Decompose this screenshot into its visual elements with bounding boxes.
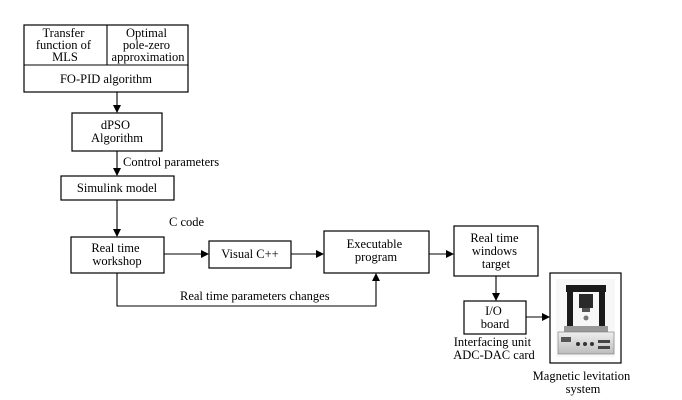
- optimal-approx-label: Optimal pole-zero approximation: [112, 26, 186, 64]
- rtwt-box: [453, 225, 539, 277]
- arrow-rt-parameter-feedback: [116, 273, 380, 307]
- executable-node: Executable program: [323, 230, 430, 274]
- dpso-label: dPSO Algorithm: [91, 118, 143, 145]
- rtwt-label: Real time windows target: [470, 231, 521, 271]
- magnetic-levitation-device-image: [549, 272, 622, 364]
- top-block: Transfer function of MLS Optimal pole-ze…: [23, 24, 189, 93]
- executable-label: Executable program: [347, 237, 406, 264]
- executable-box: [323, 230, 430, 274]
- simulink-node: Simulink model: [60, 175, 175, 201]
- rtw-node: Real time workshop: [70, 236, 165, 274]
- dpso-box: [71, 112, 163, 152]
- transfer-function-label: Transfer function of MLS: [36, 26, 94, 64]
- rtwt-node: Real time windows target: [453, 225, 539, 277]
- fopid-label: FO-PID algorithm: [60, 72, 152, 86]
- mls-caption-label: Magnetic levitation system: [533, 369, 634, 396]
- rt-param-changes-label: Real time parameters changes: [180, 289, 330, 303]
- control-parameters-label: Control parameters: [123, 155, 219, 169]
- io-board-label: I/O board: [481, 304, 510, 331]
- visual-cpp-node: Visual C++: [208, 240, 292, 269]
- io-board-node: I/O board: [463, 300, 527, 335]
- simulink-label: Simulink model: [77, 181, 158, 195]
- visual-cpp-box: [208, 240, 292, 269]
- top-block-frame: [23, 24, 189, 93]
- visual-cpp-label: Visual C++: [221, 247, 278, 261]
- dpso-node: dPSO Algorithm: [71, 112, 163, 152]
- connectors: [113, 92, 550, 321]
- rtw-box: [70, 236, 165, 274]
- rtw-label: Real time workshop: [91, 241, 142, 268]
- interfacing-unit-label: Interfacing unit ADC-DAC card: [453, 335, 535, 362]
- io-board-box: [463, 300, 527, 335]
- c-code-label: C code: [169, 215, 205, 229]
- simulink-box: [60, 175, 175, 201]
